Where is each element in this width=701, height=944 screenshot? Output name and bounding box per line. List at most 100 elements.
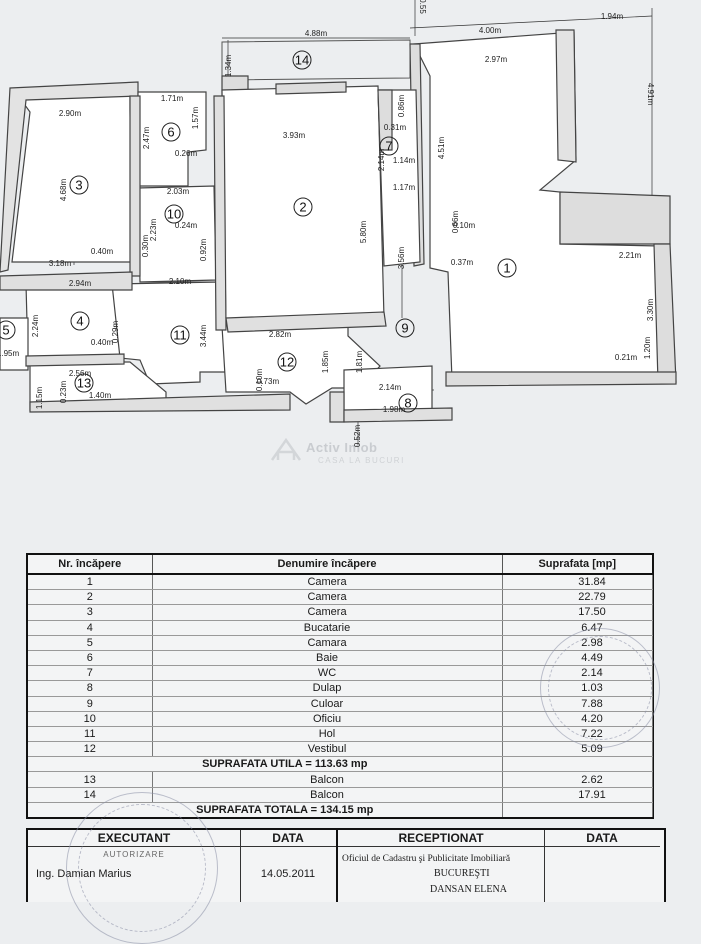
dimension-label: 1.40m [89, 391, 112, 400]
dimension-label: 2.90m [59, 109, 82, 118]
room-area-cell: 17.91 [502, 787, 653, 803]
room-number-cell: 7 [28, 665, 153, 682]
svg-text:Activ Imob: Activ Imob [306, 440, 377, 455]
room-number-label: 14 [295, 53, 309, 68]
room-number-label: 13 [77, 376, 91, 391]
room-number-label: 7 [385, 139, 392, 154]
dimension-label: 1.20m [643, 337, 652, 360]
dimension-label: 3.18m [49, 259, 72, 268]
room-marker-7: 7 [379, 136, 399, 156]
room-number-label: 2 [299, 200, 306, 215]
room-name-cell: Culoar [152, 696, 503, 712]
floor-plan: Activ Imob CASA LA BUCURI 12345678910111… [0, 0, 677, 465]
dimension-label: 1.94m [601, 12, 624, 21]
dimension-label: 0.73m [257, 377, 280, 386]
room-number-cell: 12 [28, 741, 153, 758]
room-number-label: 6 [167, 125, 174, 140]
room-name-cell: Camera [152, 604, 503, 621]
dimension-label: 0.31m [384, 123, 407, 132]
room-number-label: 10 [167, 207, 181, 222]
dimension-label: 2.82m [269, 330, 292, 339]
room-number-cell: 13 [28, 771, 153, 788]
dimension-label: 3.44m [199, 325, 208, 348]
room-name-cell: Bucatarie [152, 620, 503, 636]
header-room-name: Denumire încăpere [152, 555, 503, 575]
dimension-label: 4.88m [305, 29, 328, 38]
room-number-label: 9 [401, 321, 408, 336]
stamp-graphic [540, 628, 660, 748]
dimension-label: 0.86m [397, 95, 406, 118]
dimension-label: 1.81m [355, 351, 364, 374]
room-number-label: 12 [280, 355, 294, 370]
room-area-cell: 22.79 [502, 589, 653, 606]
dimension-label: 0.40m [91, 247, 114, 256]
receptionat-name: DANSAN ELENA [430, 884, 507, 895]
room-number-cell: 11 [28, 726, 153, 743]
room-name-cell: Balcon [152, 787, 503, 803]
room-area-cell: 2.62 [502, 771, 653, 788]
room-name-cell: WC [152, 665, 503, 682]
dimension-label: 0.23m [59, 381, 68, 404]
dimension-label: 1.17m [393, 183, 416, 192]
dimension-label: 1.15m [35, 387, 44, 410]
executant-date: 14.05.2011 [260, 868, 316, 880]
dimension-label: 0.66m [451, 211, 460, 234]
room-name-cell: Vestibul [152, 741, 503, 758]
dimension-label: 2.97m [485, 55, 508, 64]
suprafata-utila-label: SUPRAFATA UTILA = 113.63 mp [28, 756, 503, 773]
receptionat-office: Oficiul de Cadastru şi Publicitate Imobi… [342, 854, 511, 864]
room-marker-8: 8 [398, 393, 418, 413]
header-room-number: Nr. încăpere [28, 555, 153, 575]
dimension-label: 1.98m [383, 405, 406, 414]
dimension-label: 2.14m [379, 383, 402, 392]
dimension-label: 1.85m [321, 351, 330, 374]
room-number-cell: 5 [28, 635, 153, 651]
room-marker-5: 5 [0, 320, 16, 340]
room-marker-6: 6 [161, 122, 181, 142]
room-name-cell: Oficiu [152, 711, 503, 727]
room-name-cell: Dulap [152, 680, 503, 697]
room-14-outline [221, 39, 411, 81]
dimension-label: 1.34m [224, 55, 233, 78]
dimension-label: 0.37m [451, 258, 474, 267]
walls [0, 29, 677, 423]
dimension-label: 0.26m [175, 149, 198, 158]
room-name-cell: Balcon [152, 771, 503, 788]
dimension-label: 4.00m [479, 26, 502, 35]
room-number-label: 11 [173, 328, 187, 343]
room-area-cell: 5.09 [502, 741, 653, 758]
dimension-label: 3.56m [397, 247, 406, 270]
dimension-label: 0.52m [353, 425, 362, 448]
receptionat-city: BUCUREŞTI [434, 868, 490, 879]
executant-date-column: DATA 14.05.2011 [240, 830, 338, 902]
room-name-cell: Camara [152, 635, 503, 651]
svg-text:CASA LA BUCURI: CASA LA BUCURI [318, 456, 405, 465]
room-number-cell: 1 [28, 574, 153, 591]
room-number-cell: 8 [28, 680, 153, 697]
room-number-label: 4 [76, 314, 83, 329]
dimension-label: 0.29m [111, 321, 120, 344]
room-area-cell: 31.84 [502, 574, 653, 591]
receptionat-date-header: DATA [544, 830, 660, 847]
dimension-labels: 0.554.88m1.34m4.00m1.94m2.97m4.91m1.71m2… [0, 0, 655, 447]
room-number-cell: 9 [28, 696, 153, 712]
room-name-cell: Camera [152, 589, 503, 606]
header-room-area: Suprafata [mp] [502, 555, 652, 575]
room-marker-13: 13 [74, 373, 94, 393]
executant-date-header: DATA [240, 830, 336, 847]
room-number-cell: 6 [28, 650, 153, 667]
watermark: Activ Imob CASA LA BUCURI [270, 437, 405, 465]
room-name-cell: Hol [152, 726, 503, 743]
room-marker-2: 2 [293, 197, 313, 217]
room-marker-14: 14 [292, 50, 312, 70]
dimension-label: 2.56m [69, 369, 92, 378]
dimension-label: 5.80m [359, 221, 368, 244]
dimension-label: 0.10m [255, 369, 264, 392]
dimension-label: 1.57m [191, 107, 200, 130]
table-header-row: Nr. încăpere Denumire încăpere Suprafata… [28, 555, 652, 575]
